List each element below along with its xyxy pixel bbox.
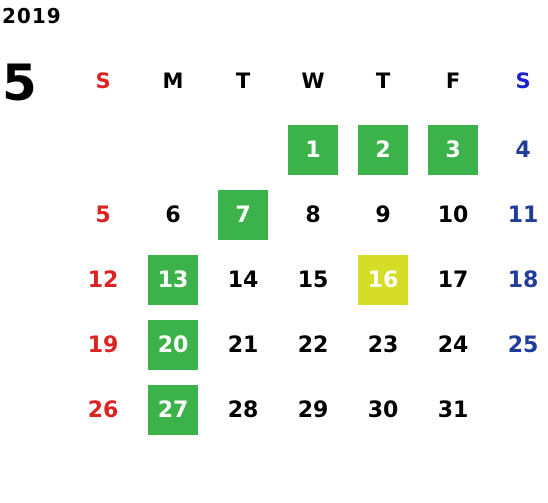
calendar-day-9[interactable]: 9 [375, 202, 391, 228]
calendar-day-28[interactable]: 28 [227, 397, 259, 423]
calendar-day-12[interactable]: 12 [87, 267, 119, 293]
day-cell: 3 [418, 125, 488, 190]
day-cell: 5 [68, 190, 138, 255]
day-cell: 27 [138, 385, 208, 450]
calendar-day-14[interactable]: 14 [227, 267, 259, 293]
day-cell: 15 [278, 255, 348, 320]
weekday-wednesday: W [301, 69, 325, 93]
day-cell: 17 [418, 255, 488, 320]
calendar-day-21[interactable]: 21 [227, 332, 259, 358]
day-cell: 2 [348, 125, 418, 190]
calendar-day-30[interactable]: 30 [367, 397, 399, 423]
day-cell: 8 [278, 190, 348, 255]
calendar-day-1[interactable]: 1 [288, 125, 338, 175]
day-cell: 16 [348, 255, 418, 320]
day-cell: 25 [488, 320, 548, 385]
calendar-day-15[interactable]: 15 [297, 267, 329, 293]
day-cell: 28 [208, 385, 278, 450]
calendar-day-24[interactable]: 24 [437, 332, 469, 358]
day-cell: 18 [488, 255, 548, 320]
day-cell: 24 [418, 320, 488, 385]
day-cell: 14 [208, 255, 278, 320]
day-cell: 9 [348, 190, 418, 255]
calendar-day-19[interactable]: 19 [87, 332, 119, 358]
day-cell: 30 [348, 385, 418, 450]
weekday-thursday: T [375, 69, 391, 93]
calendar-day-27[interactable]: 27 [148, 385, 198, 435]
weekday-saturday: S [515, 69, 531, 93]
day-cell: 12 [68, 255, 138, 320]
day-cell: 1 [278, 125, 348, 190]
day-cell: 10 [418, 190, 488, 255]
weekday-friday: F [445, 69, 461, 93]
calendar-day-4[interactable]: 4 [515, 137, 531, 163]
empty-day-cell [138, 125, 208, 190]
calendar-day-31[interactable]: 31 [437, 397, 469, 423]
calendar-day-2[interactable]: 2 [358, 125, 408, 175]
calendar-day-6[interactable]: 6 [165, 202, 181, 228]
weekday-header-row: S M T W T F S [68, 66, 544, 96]
day-cell: 21 [208, 320, 278, 385]
empty-day-cell [68, 125, 138, 190]
weekday-monday: M [162, 69, 184, 93]
calendar-day-13[interactable]: 13 [148, 255, 198, 305]
day-cell: 31 [418, 385, 488, 450]
calendar-day-17[interactable]: 17 [437, 267, 469, 293]
calendar-day-20[interactable]: 20 [148, 320, 198, 370]
day-cell: 11 [488, 190, 548, 255]
day-cell: 4 [488, 125, 548, 190]
calendar-day-29[interactable]: 29 [297, 397, 329, 423]
day-cell: 22 [278, 320, 348, 385]
weekday-tuesday: T [235, 69, 251, 93]
calendar-year: 2019 [2, 4, 62, 28]
calendar-day-16[interactable]: 16 [358, 255, 408, 305]
calendar-day-7[interactable]: 7 [218, 190, 268, 240]
calendar-day-5[interactable]: 5 [95, 202, 111, 228]
day-cell: 19 [68, 320, 138, 385]
day-cell: 23 [348, 320, 418, 385]
calendar-day-8[interactable]: 8 [305, 202, 321, 228]
weekday-sunday: S [95, 69, 111, 93]
day-cell: 26 [68, 385, 138, 450]
day-cell: 20 [138, 320, 208, 385]
calendar-month: 5 [2, 54, 37, 112]
day-cell: 7 [208, 190, 278, 255]
calendar-day-3[interactable]: 3 [428, 125, 478, 175]
day-cell: 13 [138, 255, 208, 320]
calendar-day-11[interactable]: 11 [507, 202, 539, 228]
calendar-day-26[interactable]: 26 [87, 397, 119, 423]
calendar-day-10[interactable]: 10 [437, 202, 469, 228]
calendar-day-22[interactable]: 22 [297, 332, 329, 358]
calendar-day-23[interactable]: 23 [367, 332, 399, 358]
day-cell: 29 [278, 385, 348, 450]
day-cell: 6 [138, 190, 208, 255]
calendar-day-18[interactable]: 18 [507, 267, 539, 293]
calendar-day-25[interactable]: 25 [507, 332, 539, 358]
empty-day-cell [208, 125, 278, 190]
